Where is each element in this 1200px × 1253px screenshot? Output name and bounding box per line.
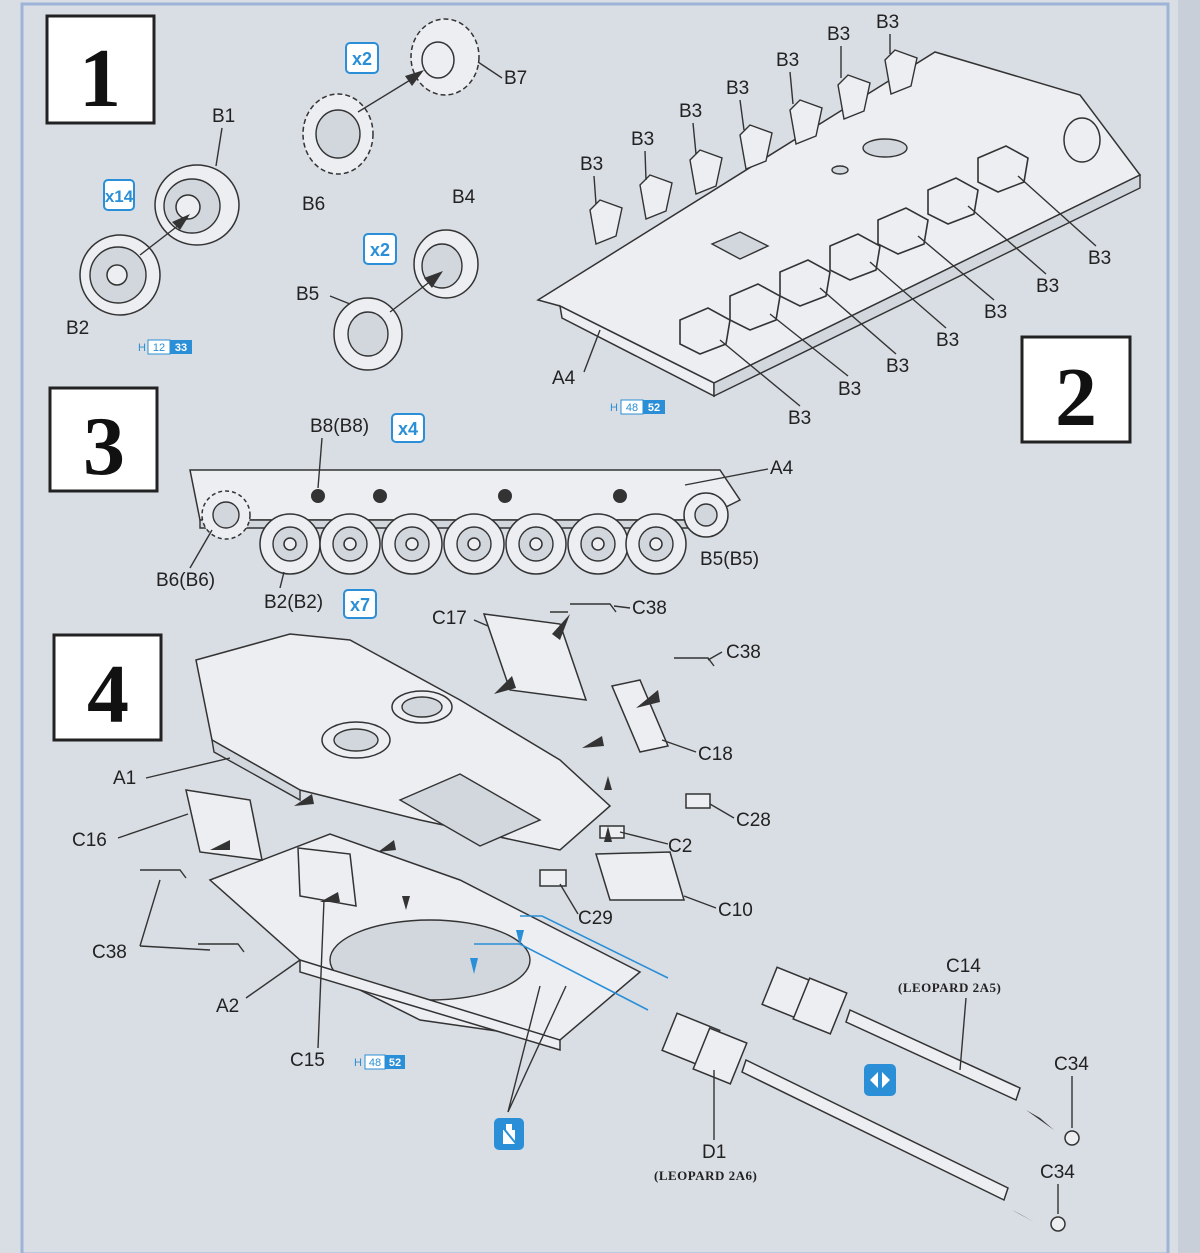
b3-labels: B3 B3 B3 B3 B3 B3 B3 B3 B3 B3 B3 B3 B3 [580,12,1111,429]
label-b6: B6 [302,194,325,215]
label-b3: B3 [827,24,850,45]
road-wheels [259,513,687,575]
step-1-number: 1 [79,32,121,125]
label-b3: B3 [726,78,749,99]
label-c2: C2 [668,836,692,857]
svg-text:x14: x14 [105,187,134,206]
label-d1: D1 [702,1142,726,1163]
step-2-diagram: B3 B3 B3 B3 B3 B3 B3 B3 B3 B3 B3 B3 B3 [536,12,1142,429]
label-c28: C28 [736,810,771,831]
part-reference-tag: H 48 52 [610,399,665,415]
multiplier-badge-wheels: x14 [103,179,135,211]
svg-text:48: 48 [369,1057,381,1069]
label-b1: B1 [212,106,235,127]
multiplier-badge-b8: x4 [391,413,425,443]
label-c18: C18 [698,744,733,765]
label-b8: B8(B8) [310,416,369,437]
label-a4: A4 [552,368,576,389]
step-4-box: 4 [52,633,163,742]
label-a2: A2 [216,996,239,1017]
label-c29: C29 [578,908,613,929]
label-c38: C38 [726,642,761,663]
label-b3: B3 [838,379,861,400]
label-c16: C16 [72,830,107,851]
step-2-number: 2 [1055,351,1097,444]
label-b5: B5(B5) [700,549,759,570]
svg-text:52: 52 [389,1057,401,1069]
label-b3: B3 [679,101,702,122]
svg-text:x2: x2 [370,240,390,260]
svg-text:x7: x7 [350,595,370,615]
label-c34: C34 [1054,1054,1089,1075]
gun-barrel-2a5 [761,966,1080,1146]
svg-text:48: 48 [626,402,638,414]
label-b3: B3 [936,330,959,351]
svg-text:52: 52 [648,402,660,414]
label-c38: C38 [632,598,667,619]
page-frame [20,2,1170,1253]
swap-variant-icon [864,1064,896,1096]
label-a4: A4 [770,458,794,479]
label-b3: B3 [876,12,899,33]
label-b6: B6(B6) [156,570,215,591]
label-c17: C17 [432,608,467,629]
multiplier-badge-b2: x7 [343,589,377,619]
variant-label-2a5: (LEOPARD 2A5) [898,980,1001,995]
svg-text:x4: x4 [398,419,418,439]
label-b3: B3 [1088,248,1111,269]
svg-text:33: 33 [175,342,187,354]
step-4-diagram: C17 C38 C38 C18 A1 C16 C28 C2 C29 C10 C3… [72,598,1089,1232]
label-c10: C10 [718,900,753,921]
label-b3: B3 [631,129,654,150]
svg-text:12: 12 [153,342,165,354]
glue-do-not-use-icon [494,1118,524,1150]
label-b3: B3 [788,408,811,429]
label-c15: C15 [290,1050,325,1071]
label-a1: A1 [113,768,136,789]
step-2-box: 2 [1020,335,1132,444]
label-b2: B2 [66,318,89,339]
multiplier-badge-idler: x2 [363,233,397,265]
step-3-number: 3 [83,400,125,493]
multiplier-badge-sprocket: x2 [345,42,379,74]
label-b3: B3 [984,302,1007,323]
svg-text:H: H [138,342,146,354]
part-reference-tag: H 48 52 [354,1054,405,1070]
label-b3: B3 [580,154,603,175]
step-3-diagram: B8(B8) x4 A4 B6(B6) B2(B2) x7 B5(B5) [156,413,794,619]
label-c38: C38 [92,942,127,963]
label-b3: B3 [776,50,799,71]
svg-text:H: H [610,402,618,414]
label-b3: B3 [1036,276,1059,297]
label-b7: B7 [504,68,527,89]
svg-text:x2: x2 [352,49,372,69]
svg-text:H: H [354,1057,362,1069]
step-1-diagram: x14 x2 x2 B1 B2 B4 B5 B6 B7 H 12 33 [66,18,527,371]
step-4-number: 4 [87,648,129,741]
variant-label-2a6: (LEOPARD 2A6) [654,1168,757,1183]
label-b4: B4 [452,187,476,208]
part-reference-tag: H 12 33 [138,339,192,355]
step-3-box: 3 [48,386,159,493]
label-b5: B5 [296,284,319,305]
label-c34: C34 [1040,1162,1075,1183]
step-1-box: 1 [45,14,156,125]
label-c14: C14 [946,956,981,977]
gun-barrel-2a6 [661,1012,1066,1232]
label-b3: B3 [886,356,909,377]
label-b2: B2(B2) [264,592,323,613]
